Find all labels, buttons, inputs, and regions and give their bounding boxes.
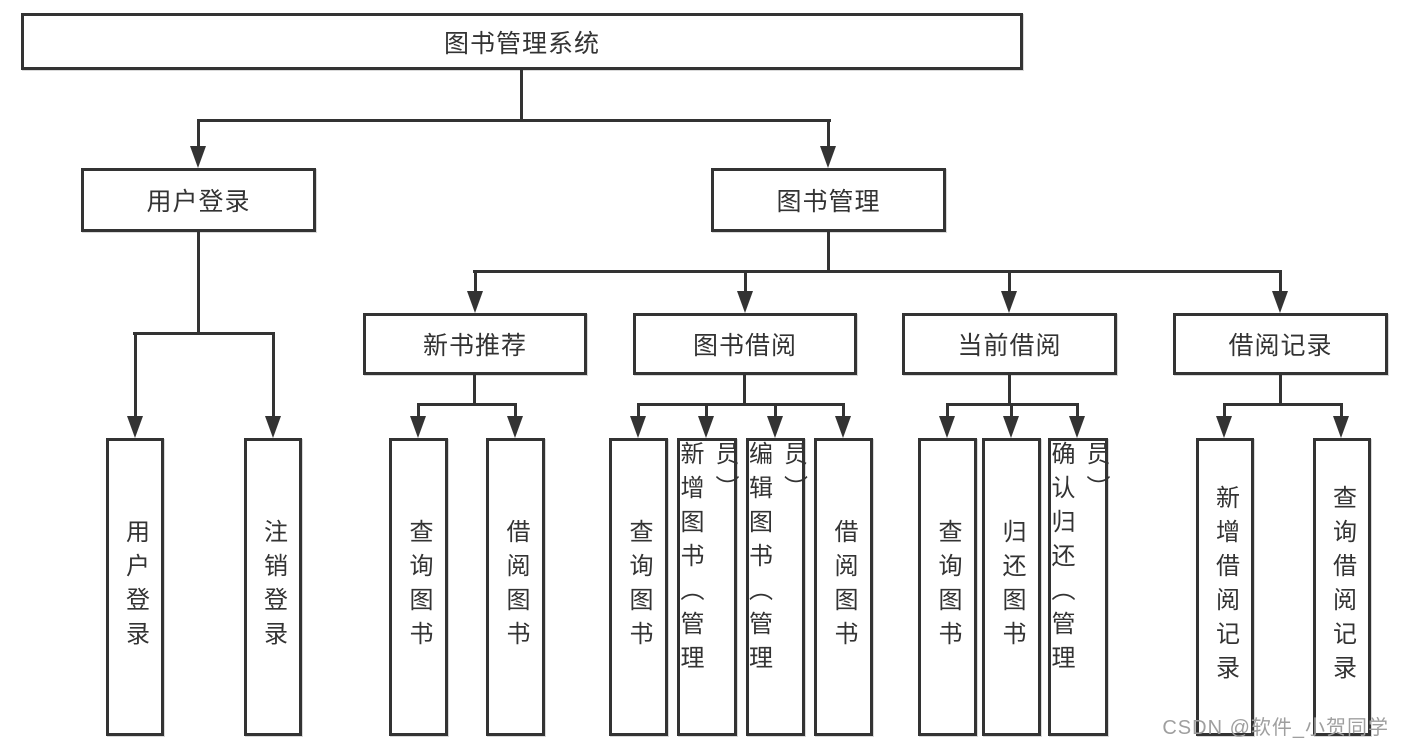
arrow-down-icon [190, 146, 206, 168]
connector-to-leaf [514, 403, 517, 416]
connector-borrow-record-horizontal [1223, 403, 1343, 406]
leaf-return-books: 归还图书 [982, 438, 1041, 736]
arrow-down-icon [835, 416, 851, 438]
arrow-down-icon [1272, 291, 1288, 313]
node-book-mgmt-label: 图书管理 [776, 188, 881, 216]
node-new-book-rec: 新书推荐 [363, 313, 587, 375]
leaf-confirm-return-admin: 确认归还（管理员） [1047, 438, 1109, 736]
node-user-login-label: 用户登录 [146, 188, 251, 216]
connector-root-to-user-login [197, 119, 200, 147]
arrow-down-icon [265, 416, 281, 438]
node-root: 图书管理系统 [21, 13, 1023, 70]
connector-to-leaf [637, 403, 640, 416]
node-user-login: 用户登录 [81, 168, 316, 232]
leaf-add-books-admin: 新增图书（管理员） [676, 438, 738, 736]
connector-to-leaf [1010, 403, 1013, 416]
csdn-watermark: CSDN @软件_小贺同学 [1162, 717, 1389, 739]
arrow-down-icon [1069, 416, 1085, 438]
connector-to-leaf [272, 332, 275, 416]
arrow-down-icon [767, 416, 783, 438]
connector-to-leaf [1223, 403, 1226, 416]
connector-to-leaf [1340, 403, 1343, 416]
connector-current-borrow-vertical [1008, 375, 1011, 405]
arrow-down-icon [507, 416, 523, 438]
leaf-query-books-borrow: 查询图书 [609, 438, 668, 736]
node-borrow-record-label: 借阅记录 [1228, 332, 1333, 360]
connector-book-borrow-vertical [743, 375, 746, 405]
node-book-mgmt: 图书管理 [711, 168, 946, 232]
connector-book-mgmt-horizontal [473, 270, 1282, 273]
connector-to-borrow-record [1279, 270, 1282, 292]
node-root-label: 图书管理系统 [443, 29, 600, 58]
connector-to-new-book-rec [474, 270, 477, 292]
leaf-borrow-books-rec: 借阅图书 [486, 438, 545, 736]
arrow-down-icon [1001, 291, 1017, 313]
arrow-down-icon [820, 146, 836, 168]
node-book-borrow-label: 图书借阅 [692, 332, 797, 360]
leaf-add-borrow-record: 新增借阅记录 [1196, 438, 1254, 736]
connector-user-login-vertical [197, 232, 200, 334]
arrow-down-icon [939, 416, 955, 438]
arrow-down-icon [467, 291, 483, 313]
arrow-down-icon [737, 291, 753, 313]
connector-to-book-borrow [744, 270, 747, 292]
arrow-down-icon [410, 416, 426, 438]
node-current-borrow: 当前借阅 [902, 313, 1117, 375]
leaf-logout: 注销登录 [244, 438, 302, 736]
connector-root-to-book-mgmt [827, 119, 830, 147]
leaf-query-books-rec: 查询图书 [389, 438, 448, 736]
connector-user-login-horizontal [133, 332, 275, 335]
connector-to-leaf [1076, 403, 1079, 416]
connector-to-leaf [946, 403, 949, 416]
arrow-down-icon [1003, 416, 1019, 438]
connector-to-leaf [134, 332, 137, 416]
connector-book-borrow-horizontal [637, 403, 845, 406]
node-new-book-rec-label: 新书推荐 [422, 332, 527, 360]
connector-to-leaf [417, 403, 420, 416]
connector-to-leaf [842, 403, 845, 416]
connector-root-vertical [520, 70, 523, 119]
connector-to-leaf [705, 403, 708, 416]
leaf-query-borrow-record: 查询借阅记录 [1313, 438, 1371, 736]
connector-to-leaf [774, 403, 777, 416]
arrow-down-icon [1216, 416, 1232, 438]
node-current-borrow-label: 当前借阅 [957, 332, 1062, 360]
arrow-down-icon [127, 416, 143, 438]
connector-book-mgmt-vertical [827, 232, 830, 272]
arrow-down-icon [698, 416, 714, 438]
node-book-borrow: 图书借阅 [633, 313, 857, 375]
leaf-query-books-current: 查询图书 [918, 438, 977, 736]
connector-new-book-rec-horizontal [417, 403, 517, 406]
arrow-down-icon [1333, 416, 1349, 438]
connector-to-current-borrow [1008, 270, 1011, 292]
connector-root-horizontal [197, 119, 831, 122]
connector-new-book-rec-vertical [473, 375, 476, 405]
leaf-user-login: 用户登录 [106, 438, 164, 736]
arrow-down-icon [630, 416, 646, 438]
connector-borrow-record-vertical [1279, 375, 1282, 405]
leaf-borrow-books: 借阅图书 [814, 438, 873, 736]
leaf-edit-books-admin: 编辑图书（管理员） [745, 438, 807, 736]
node-borrow-record: 借阅记录 [1173, 313, 1388, 375]
